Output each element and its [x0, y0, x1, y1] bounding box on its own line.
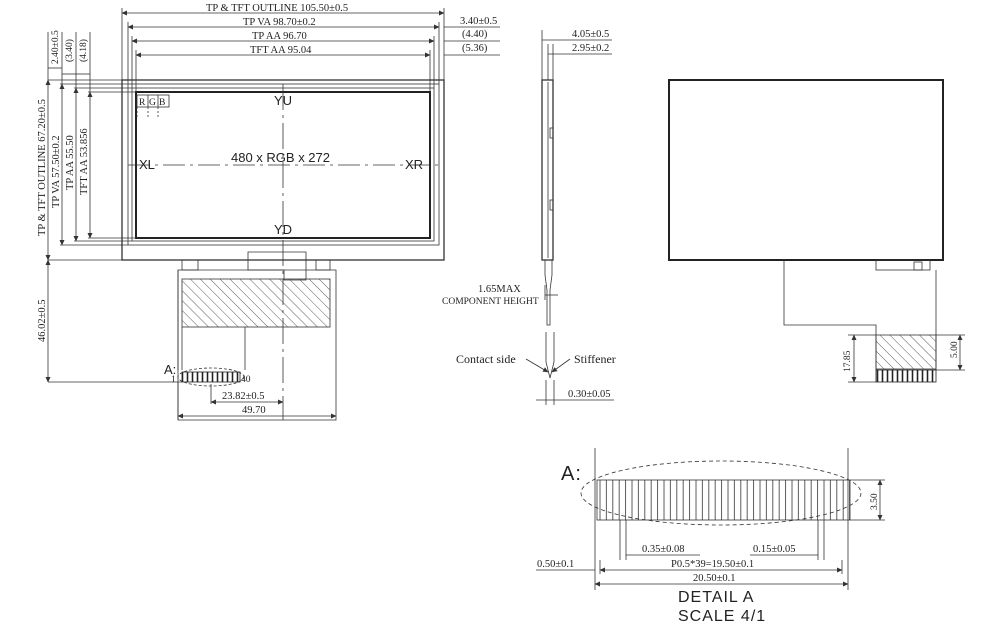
tp-va — [127, 83, 440, 246]
side-thickness-2: 2.95±0.2 — [572, 43, 609, 54]
detail-a-scale: SCALE 4/1 — [678, 608, 766, 625]
component-height-label: COMPONENT HEIGHT — [442, 297, 539, 307]
edge-dim: 0.50±0.1 — [537, 559, 574, 570]
right-offset-3: (5.36) — [462, 43, 488, 54]
rgb-b-label: B — [159, 98, 165, 108]
xl-label: XL — [139, 157, 155, 172]
tft-aa-height: TFT AA 53.856 — [79, 128, 90, 195]
back-contact-pins — [875, 369, 937, 383]
tp-aa-height: TP AA 55.50 — [65, 135, 76, 190]
resolution-label: 480 x RGB x 272 — [231, 150, 330, 165]
back-view: 17.85 5.00 — [668, 79, 965, 383]
tp-va-height: TP VA 57.50±0.2 — [51, 135, 62, 208]
rgb-g-label: G — [149, 98, 156, 108]
stiffener-label: Stiffener — [574, 352, 616, 366]
pin-height: 3.50 — [870, 493, 880, 510]
tp-aa-width: TP AA 96.70 — [252, 31, 307, 42]
top-offset-1: 2.40±0.5 — [51, 30, 61, 64]
fpc-width: 49.70 — [242, 405, 266, 416]
tp-va-width: TP VA 98.70±0.2 — [243, 17, 316, 28]
back-panel — [668, 79, 944, 261]
total-width-dim: 20.50±0.1 — [693, 573, 736, 584]
fpc-thickness: 0.30±0.05 — [568, 389, 611, 400]
pin-first-label: 1 — [171, 375, 176, 385]
pin-gap: 0.15±0.05 — [753, 544, 796, 555]
fpc-tail: 17.85 — [843, 350, 853, 372]
yd-label: YD — [274, 222, 292, 237]
detail-a-ellipse — [580, 460, 862, 526]
xr-label: XR — [405, 157, 423, 172]
fpc-contact-pins — [181, 371, 241, 383]
front-view: R G B YU YD XL XR 480 x RGB x 272 A: 1 4… — [37, 3, 500, 421]
tp-tft-outline-width: TP & TFT OUTLINE 105.50±0.5 — [206, 3, 348, 14]
right-offset-2: (4.40) — [462, 29, 488, 40]
tft-aa-width: TFT AA 95.04 — [250, 45, 312, 56]
contact-side-label: Contact side — [456, 352, 516, 366]
detail-marker-front: A: — [164, 362, 176, 377]
rgb-r-label: R — [139, 98, 146, 108]
tp-tft-outline-height: TP & TFT OUTLINE 67.20±0.5 — [37, 99, 48, 236]
fpc-hatched-area — [181, 278, 331, 328]
top-offset-2: (3.40) — [64, 39, 75, 62]
pitch-dim: P0.5*39=19.50±0.1 — [671, 559, 754, 570]
side-view: 4.05±0.5 2.95±0.2 1.65MAX COMPONENT HEIG… — [442, 29, 616, 405]
side-thickness-1: 4.05±0.5 — [572, 29, 609, 40]
detail-a-marker: A: — [561, 463, 582, 485]
stiffener-len: 5.00 — [950, 341, 960, 358]
pin-width: 0.35±0.08 — [642, 544, 685, 555]
detail-a: A: 3.50 0.35±0.08 0.15±0.05 0.50±0.1 P0.… — [536, 448, 885, 625]
component-height-value: 1.65MAX — [478, 284, 521, 295]
top-offset-3: (4.18) — [78, 39, 89, 62]
pin-last-label: 40 — [241, 375, 251, 385]
detail-a-title: DETAIL A — [678, 589, 754, 606]
yu-label: YU — [274, 93, 292, 108]
fpc-length: 46.02±0.5 — [37, 299, 48, 342]
detail-a-pins — [596, 479, 851, 521]
right-offset-1: 3.40±0.5 — [460, 16, 497, 27]
back-stiffener — [875, 334, 937, 370]
fpc-offset: 23.82±0.5 — [222, 391, 265, 402]
